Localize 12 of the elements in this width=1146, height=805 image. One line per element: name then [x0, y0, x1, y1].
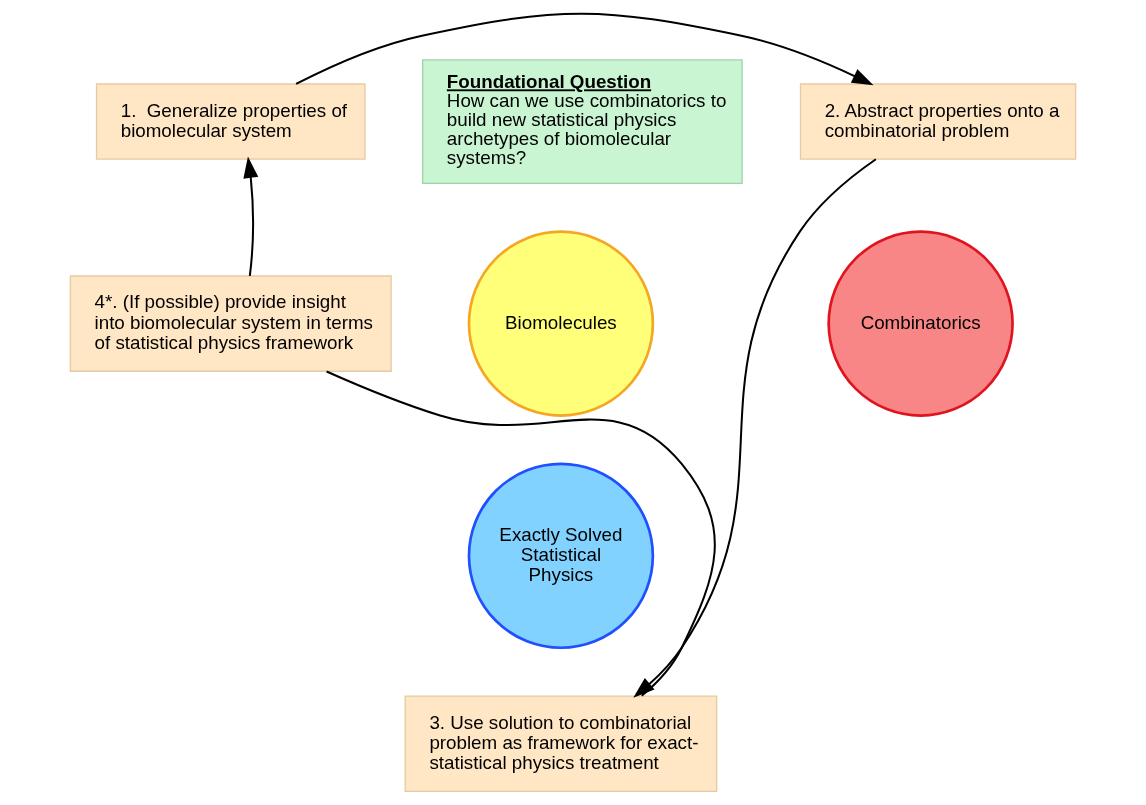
node-circle: Exactly Solved Statistical Physics — [467, 462, 655, 650]
arrow — [243, 156, 259, 276]
node-circle: Combinatorics — [827, 230, 1014, 417]
connector — [326, 370, 716, 697]
node-box: 2. Abstract properties onto a combinatorial problem — [799, 83, 1077, 160]
node-box: 3. Use solution to combinatorial problem as framework for exact-statistical physics treatment — [404, 695, 718, 792]
node-box: 4*. (If possible) provide insight into biomolecular system in terms of statistical physics framework — [69, 275, 392, 372]
arrow — [633, 158, 877, 698]
node-box: Foundational Question How can we use combinatorics to build new statistical physics archetypes of biomolecular systems? — [422, 59, 743, 185]
node-box: 1. Generalize properties of biomolecular system — [95, 83, 366, 160]
node-circle: Biomolecules — [467, 230, 655, 417]
arrow — [295, 12, 874, 86]
